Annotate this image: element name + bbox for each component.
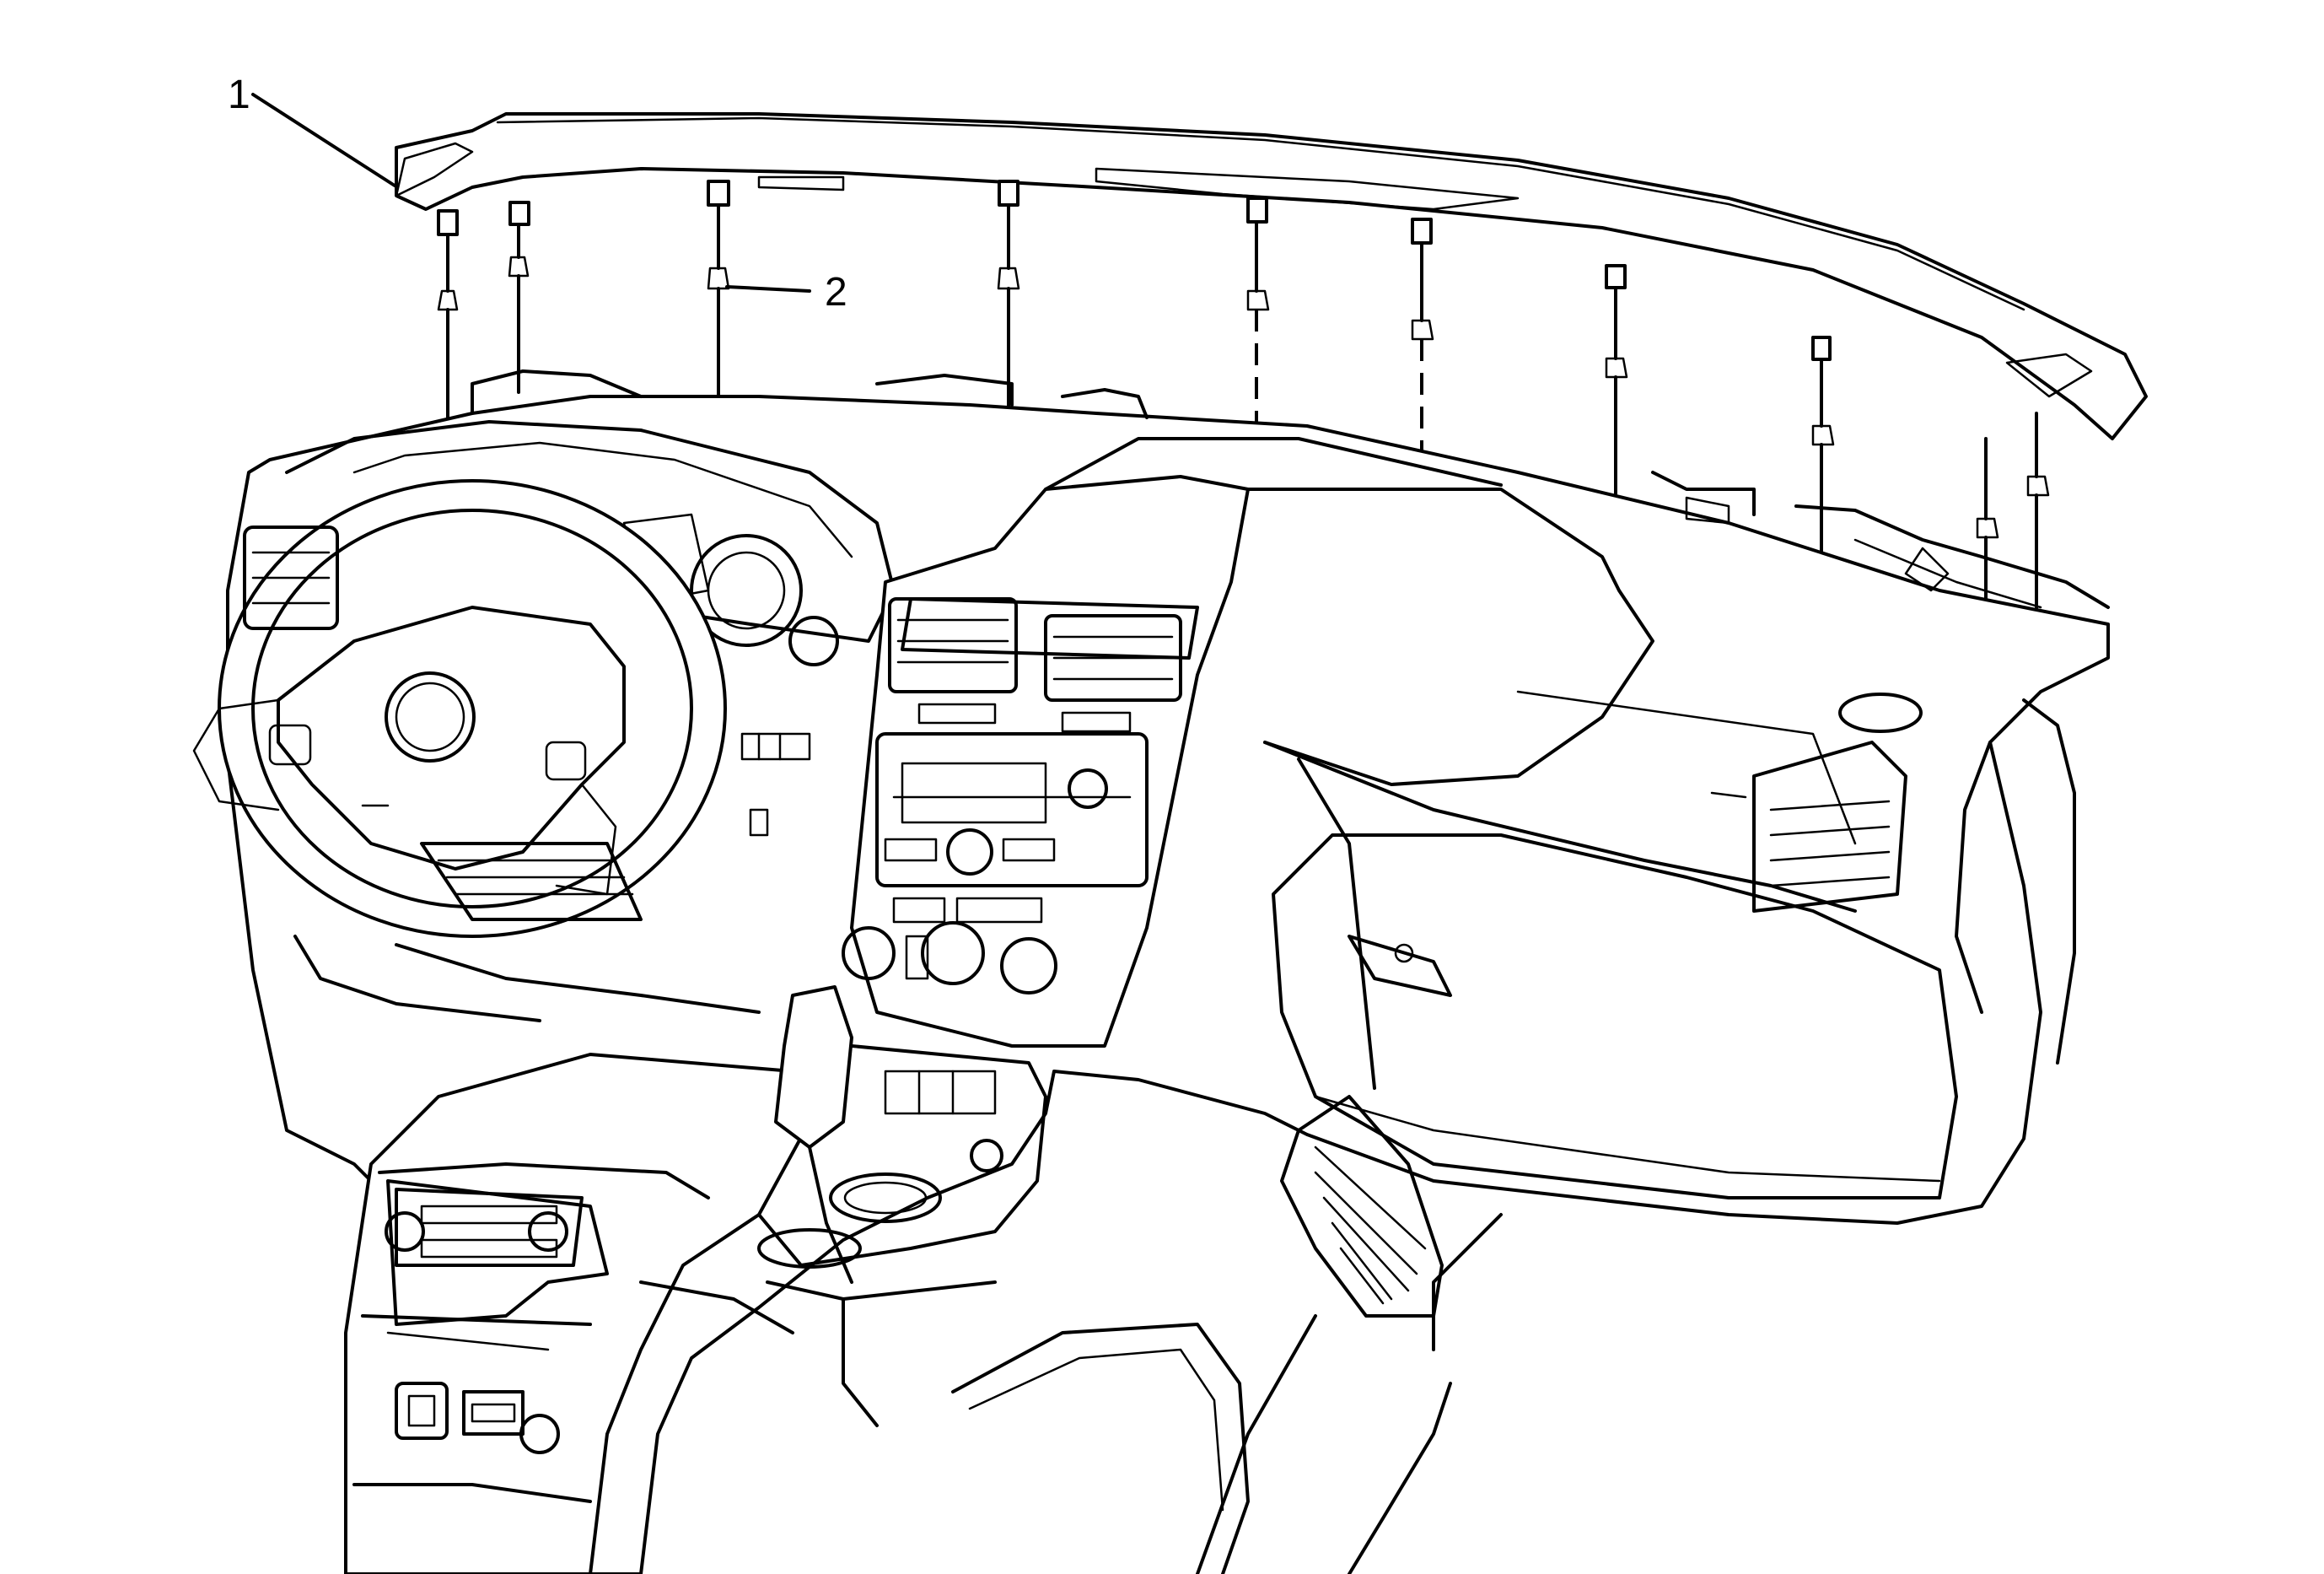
callout-label-1: 1 xyxy=(228,73,250,117)
leader-line-2 xyxy=(725,285,811,293)
upper-trim-panel xyxy=(395,112,2148,440)
instrument-panel xyxy=(192,369,2110,1574)
retaining-clip xyxy=(1246,197,1270,430)
retaining-clip xyxy=(1605,264,1628,508)
retaining-clip xyxy=(2026,412,2050,626)
retaining-clip xyxy=(997,180,1020,415)
retaining-clip xyxy=(1811,336,1835,567)
callouts: 1 2 xyxy=(228,73,847,315)
callout-label-2: 2 xyxy=(825,270,847,315)
center-stack xyxy=(842,437,1503,1048)
retaining-clip xyxy=(707,180,730,407)
floor-console xyxy=(344,985,1250,1574)
retaining-clip xyxy=(508,201,530,394)
retaining-clip xyxy=(437,209,459,432)
steering-wheel xyxy=(192,479,727,938)
retaining-clip xyxy=(1411,218,1434,455)
leader-line-1 xyxy=(251,93,396,187)
glove-box xyxy=(1272,833,1958,1199)
